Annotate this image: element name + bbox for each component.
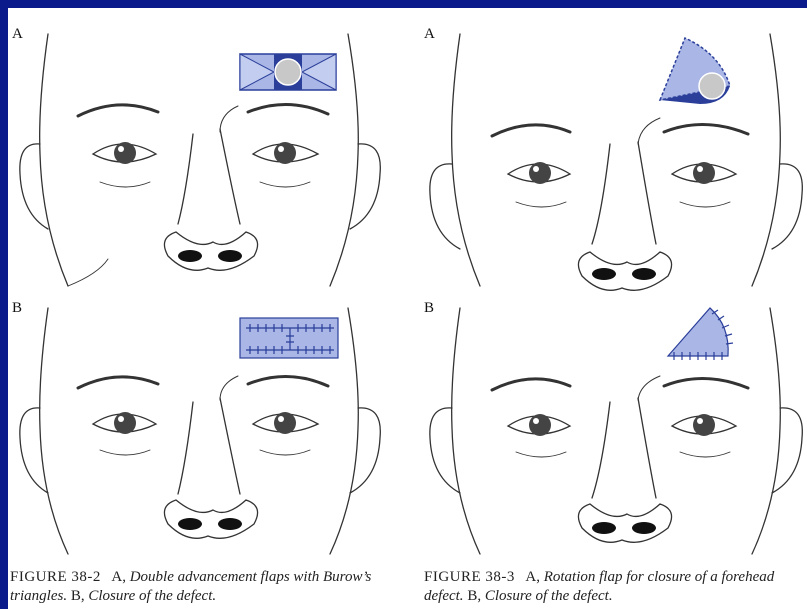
face-illustration-advancement-a bbox=[8, 24, 400, 294]
caption-part-b: B, bbox=[71, 588, 85, 604]
advancement-flap-closure bbox=[240, 318, 338, 358]
panel-label-b: B bbox=[12, 300, 22, 317]
panel-label-a: A bbox=[424, 26, 435, 43]
figure-38-2-panel-b: B bbox=[8, 298, 400, 556]
panel-label-a: A bbox=[12, 26, 23, 43]
double-advancement-flap bbox=[240, 54, 336, 90]
figure-38-2-panel-a: A bbox=[8, 24, 400, 294]
caption-part-a: A, bbox=[525, 569, 540, 585]
caption-part-b: B, bbox=[467, 588, 481, 604]
caption-text-b: Closure of the defect. bbox=[88, 588, 216, 604]
caption-text-b: Closure of the defect. bbox=[485, 588, 613, 604]
face-illustration-rotation-b bbox=[420, 298, 807, 556]
face-illustration-advancement-b bbox=[8, 298, 400, 556]
face-illustration-rotation-a bbox=[420, 24, 807, 294]
rotation-flap bbox=[660, 38, 730, 104]
rotation-flap-closure bbox=[668, 308, 733, 360]
figure-38-2-caption: FIGURE 38-2 A, Double advancement flaps … bbox=[10, 568, 402, 606]
figure-38-3-panel-a: A bbox=[420, 24, 807, 294]
figure-page: A bbox=[8, 8, 807, 609]
figure-label: FIGURE 38-2 bbox=[10, 569, 101, 585]
figure-38-3-panel-b: B bbox=[420, 298, 807, 556]
caption-part-a: A, bbox=[111, 569, 126, 585]
panel-label-b: B bbox=[424, 300, 434, 317]
figure-label: FIGURE 38-3 bbox=[424, 569, 515, 585]
figure-38-3-caption: FIGURE 38-3 A, Rotation flap for closure… bbox=[424, 568, 807, 606]
